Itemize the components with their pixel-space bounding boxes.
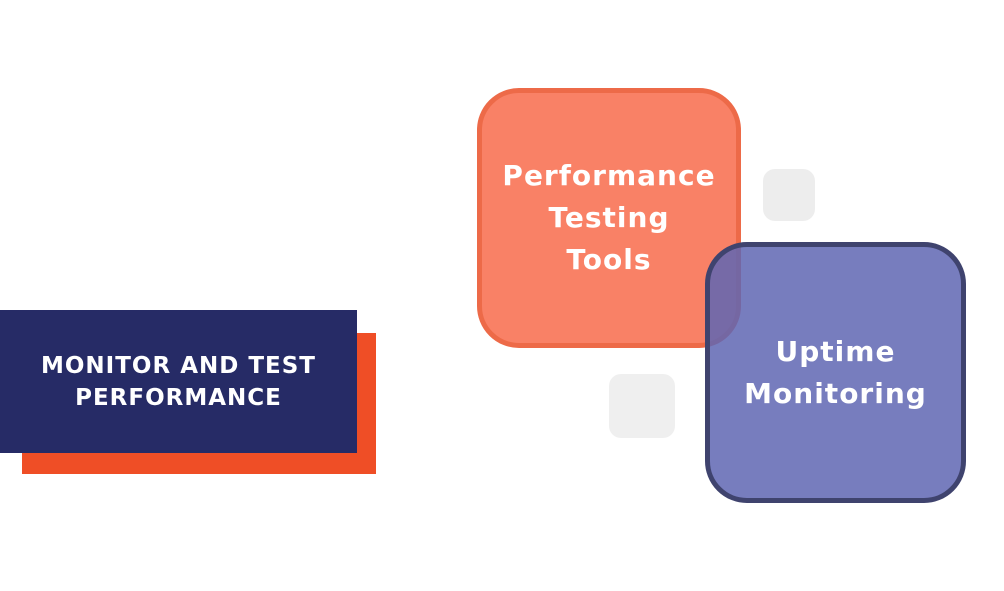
title-line-1: MONITOR AND TEST: [40, 352, 316, 379]
node-label-line-2: Monitoring: [744, 376, 927, 410]
node-label: Performance Testing Tools: [502, 155, 715, 281]
node-label-line-3: Tools: [566, 243, 652, 276]
node-performance-testing-tools: Performance Testing Tools: [477, 88, 741, 348]
decor-rounded-square-top: [763, 169, 815, 221]
title-line-2: PERFORMANCE: [75, 384, 282, 411]
decor-rounded-square-bottom: [609, 374, 675, 438]
title-block: MONITOR AND TEST PERFORMANCE: [0, 310, 357, 453]
node-label-line-1: Performance: [502, 159, 716, 192]
node-uptime-monitoring: Uptime Monitoring: [705, 242, 966, 503]
title-text: MONITOR AND TEST PERFORMANCE: [41, 350, 316, 414]
node-label-line-1: Uptime: [775, 334, 896, 368]
node-label: Uptime Monitoring: [744, 331, 927, 415]
node-label-line-2: Testing: [548, 201, 670, 234]
